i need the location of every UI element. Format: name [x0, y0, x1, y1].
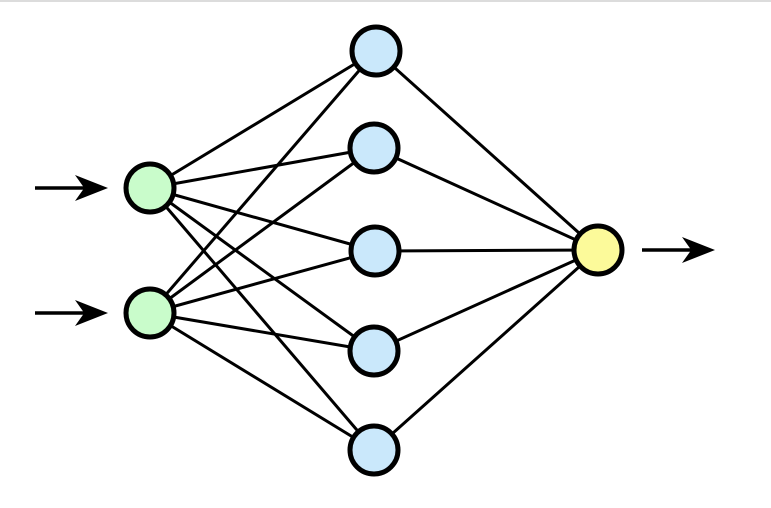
edge-hidden-4-output-1	[373, 248, 599, 353]
edge-hidden-5-output-1	[373, 248, 599, 452]
hidden-3-node	[348, 224, 402, 278]
input-arrow-1-head	[75, 175, 108, 201]
output-1-node	[571, 223, 625, 277]
input-1-node	[123, 161, 177, 215]
edge-input-2-hidden-4	[149, 311, 375, 353]
edge-input-1-hidden-2	[149, 146, 375, 190]
edge-hidden-3-output-1	[374, 248, 599, 253]
hidden-4-node	[347, 324, 401, 378]
edge-input-2-hidden-3	[149, 249, 376, 315]
edge-input-1-hidden-4	[149, 186, 375, 353]
hidden-1-node	[349, 24, 403, 78]
edge-hidden-2-output-1	[373, 146, 599, 252]
edge-input-2-hidden-1	[148, 50, 378, 314]
edge-input-1-hidden-1	[149, 49, 377, 190]
edge-input-1-hidden-3	[149, 186, 376, 253]
edge-hidden-1-output-1	[374, 49, 600, 252]
edge-input-1-hidden-5	[148, 187, 376, 451]
hidden-2-node	[347, 121, 401, 175]
window-top-border	[0, 0, 771, 2]
edge-input-2-hidden-5	[149, 311, 375, 452]
input-arrow-2-head	[75, 300, 108, 326]
edge-input-2-hidden-2	[149, 146, 375, 315]
hidden-5-node	[347, 423, 401, 477]
input-2-node	[123, 286, 177, 340]
output-arrow-head	[682, 237, 715, 263]
